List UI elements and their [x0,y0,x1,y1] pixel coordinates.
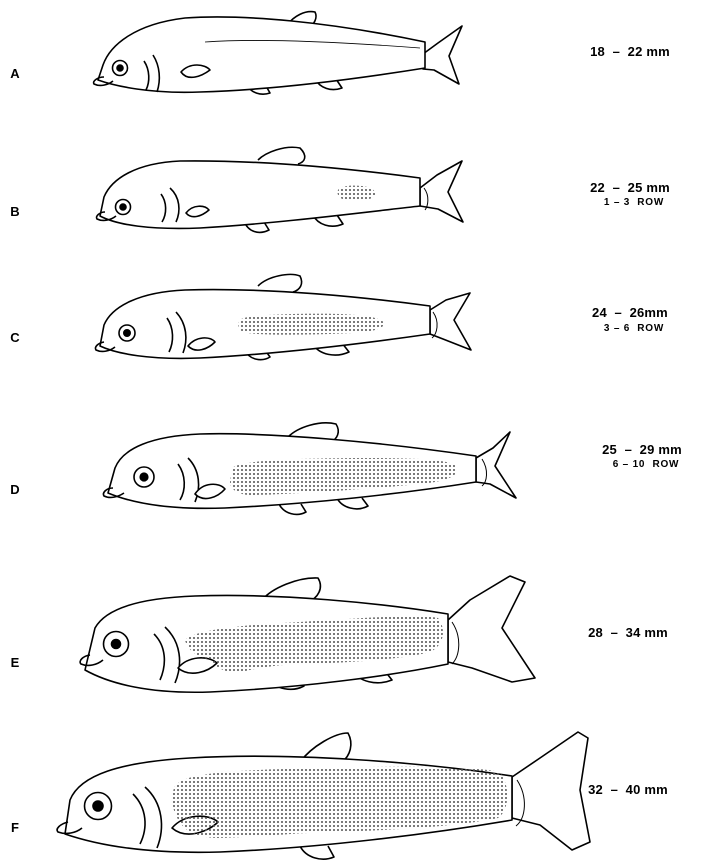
fish-d-pelvic-fin [279,504,306,514]
stage-c-size: 24 – 26mm [570,305,690,320]
fish-d [103,423,516,515]
stage-label-f: F [8,820,22,835]
fish-b [97,147,463,232]
fish-c-tail [430,293,471,350]
fish-d-tail [476,432,516,498]
fish-c-pupil [124,330,130,336]
stage-label-b: B [8,204,22,219]
fish-f-pupil [93,801,103,811]
stage-label-c: C [8,330,22,345]
fish-b-pupil [120,204,126,210]
stage-e-size: 28 – 34 mm [568,625,688,640]
fish-c-scale-patch [238,314,384,335]
fish-a-pupil [117,65,123,71]
stage-label-e: E [8,655,22,670]
stage-d-rows: 6 – 10 ROW [586,459,705,470]
fish-a-body [98,17,425,92]
stage-label-d: D [8,482,22,497]
stage-b-size: 22 – 25 mm [570,180,690,195]
fish-e-tail [448,576,535,682]
fish-c-dorsal-fin [258,274,302,292]
fish-e-pupil [112,640,121,649]
fish-f [57,732,590,859]
fish-a [94,12,462,95]
fish-f-pelvic-fin [300,846,334,859]
stage-c-rows: 3 – 6 ROW [574,323,694,334]
fish-e [80,576,535,692]
stage-label-a: A [8,66,22,81]
stage-b-rows: 1 – 3 ROW [574,197,694,208]
stage-d-size: 25 – 29 mm [582,442,702,457]
fish-d-pupil [140,473,148,481]
stage-a-size: 18 – 22 mm [570,44,690,59]
fish-c [95,274,471,359]
fish-b-dorsal-fin [258,147,305,164]
fish-b-scale-patch [338,186,376,201]
fish-a-tail [423,26,462,84]
stage-f-size: 32 – 40 mm [568,782,688,797]
